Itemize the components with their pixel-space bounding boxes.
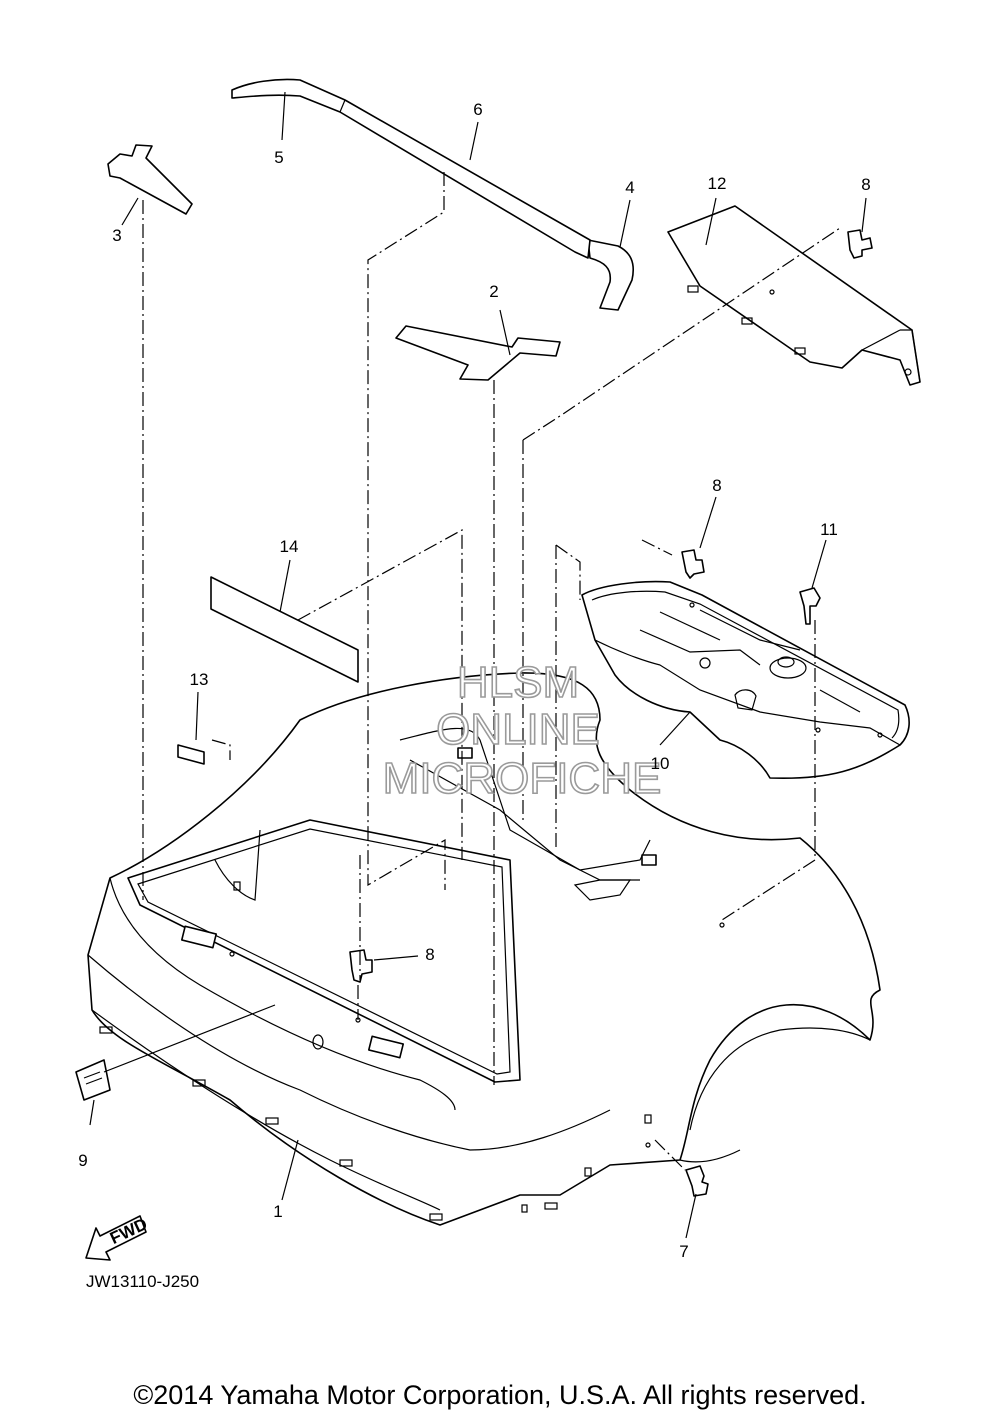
- callout-3: 3: [112, 226, 121, 245]
- watermark: HLSM ONLINE MICROFICHE: [382, 657, 662, 804]
- diagram-code: JW13110-J250: [86, 1272, 199, 1291]
- part-13-label: [177, 744, 205, 765]
- leader-lines: [89, 91, 867, 1239]
- part-10-tray: [581, 580, 910, 780]
- part-4-strip: [587, 239, 634, 311]
- fastener-7: [685, 1165, 709, 1197]
- part-3-label: [107, 144, 193, 215]
- part-12-lid: [667, 205, 921, 386]
- part-1-rear-body: [87, 672, 881, 1226]
- watermark-line-1: HLSM: [457, 658, 579, 707]
- callout-13: 13: [190, 670, 209, 689]
- fwd-arrow-text: FWD: [107, 1214, 150, 1248]
- callout-11: 11: [820, 520, 838, 539]
- watermark-line-2: ONLINE: [436, 705, 600, 754]
- callout-5: 5: [274, 148, 283, 167]
- part-6-long-strip: [231, 78, 591, 259]
- callout-2: 2: [489, 282, 498, 301]
- part-9-emblem: [75, 1059, 111, 1101]
- watermark-line-3: MICROFICHE: [383, 754, 662, 803]
- callout-14: 14: [280, 537, 299, 556]
- fastener-8-middle: [681, 549, 705, 579]
- part-2-label: [395, 325, 561, 381]
- callout-8-top: 8: [861, 175, 870, 194]
- callout-labels: 1 2 3 4 5 6 7 8 8 8 9 10 11 12 13 14: [78, 100, 870, 1261]
- fwd-arrow: FWD: [85, 1214, 150, 1261]
- fastener-8-bottom: [349, 949, 373, 983]
- callout-8-middle: 8: [712, 476, 721, 495]
- callout-12: 12: [708, 174, 727, 193]
- callout-9: 9: [78, 1151, 87, 1170]
- fastener-11: [799, 587, 821, 625]
- callout-8-bottom: 8: [425, 945, 434, 964]
- part-14-pad: [210, 576, 359, 683]
- assembly-lines: [142, 172, 841, 1171]
- fastener-8-top: [847, 229, 873, 259]
- callout-10: 10: [651, 754, 670, 773]
- callout-7: 7: [679, 1242, 688, 1261]
- callout-1: 1: [273, 1202, 282, 1221]
- copyright-notice: ©2014 Yamaha Motor Corporation, U.S.A. A…: [133, 1380, 867, 1410]
- callout-6: 6: [473, 100, 482, 119]
- callout-4: 4: [625, 178, 634, 197]
